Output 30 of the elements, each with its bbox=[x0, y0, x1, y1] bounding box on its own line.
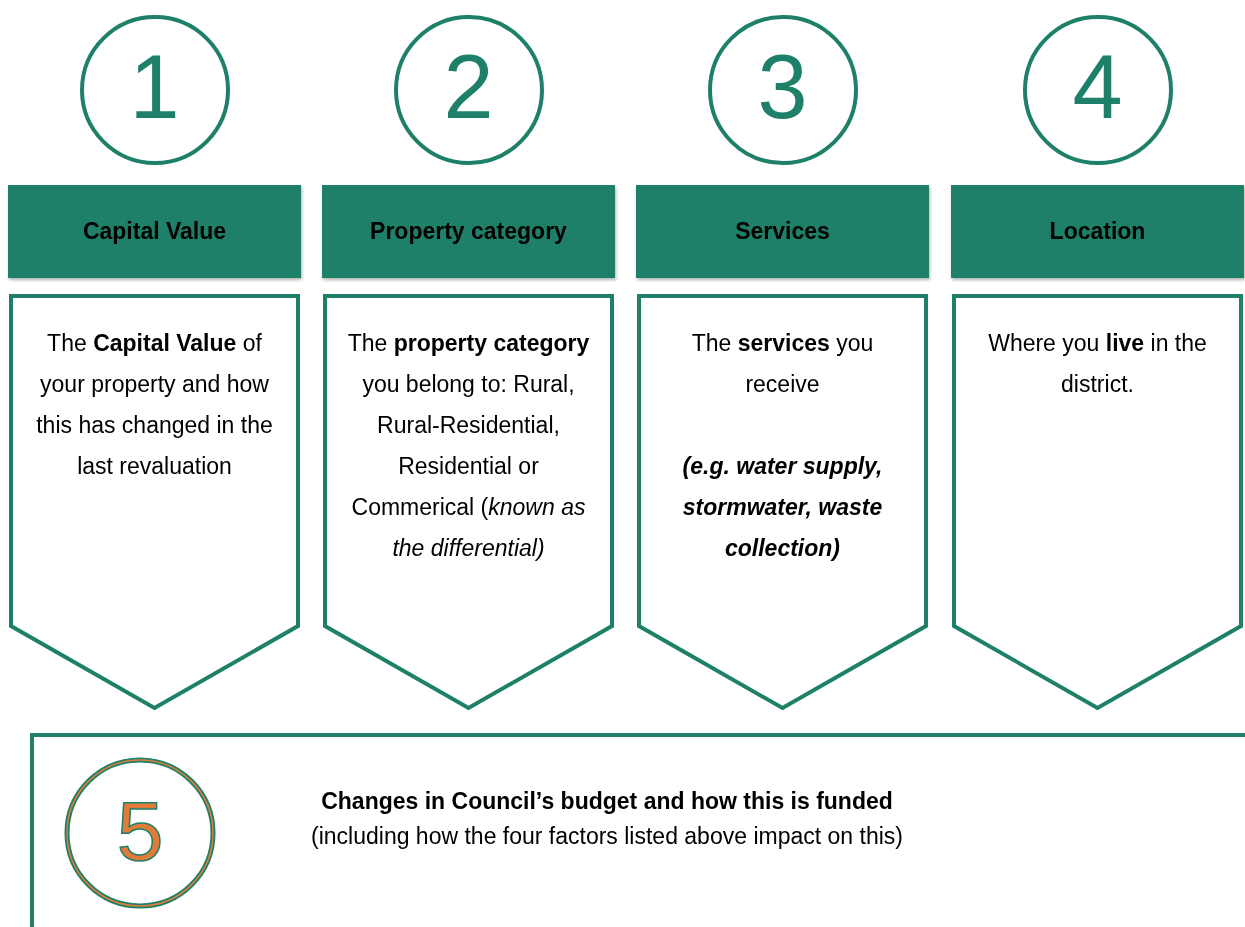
summary-text: (including how the four factors listed above impact on this) bbox=[310, 822, 904, 851]
chevron-card bbox=[8, 293, 301, 711]
description-text: The property category you belong to: Rural, Rural-Residential, Residential or Commerical (known as the differential) bbox=[346, 329, 591, 563]
step-number: 3 bbox=[756, 36, 809, 139]
description-text: (e.g. water supply, stormwater, waste collection) bbox=[681, 452, 884, 563]
header-title: Capital Value bbox=[82, 218, 227, 245]
header-title: Services bbox=[735, 218, 830, 245]
description-text: Where you live in the district. bbox=[987, 329, 1208, 399]
step-number: 1 bbox=[128, 36, 181, 139]
header-title: Property category bbox=[370, 218, 567, 245]
summary-panel bbox=[30, 733, 1245, 927]
description-text: The services you receive bbox=[690, 329, 875, 399]
number-circle bbox=[1021, 14, 1174, 166]
header-bar bbox=[8, 185, 301, 278]
header-bar bbox=[322, 185, 615, 278]
chevron-card bbox=[636, 293, 929, 711]
description-text: The Capital Value of your property and how this has changed in the last revaluation bbox=[35, 329, 274, 481]
step-number: 2 bbox=[442, 36, 495, 139]
summary-heading: Changes in Council’s budget and how this is funded bbox=[320, 787, 894, 816]
number-circle bbox=[78, 14, 231, 166]
chevron-card bbox=[322, 293, 615, 711]
chevron-card bbox=[951, 293, 1244, 711]
step-number: 5 bbox=[115, 783, 165, 880]
step-number: 4 bbox=[1071, 36, 1124, 139]
header-bar bbox=[636, 185, 929, 278]
header-bar bbox=[951, 185, 1244, 278]
number-circle bbox=[64, 757, 216, 909]
header-title: Location bbox=[1049, 218, 1146, 245]
number-circle bbox=[706, 14, 859, 166]
number-circle bbox=[392, 14, 545, 166]
